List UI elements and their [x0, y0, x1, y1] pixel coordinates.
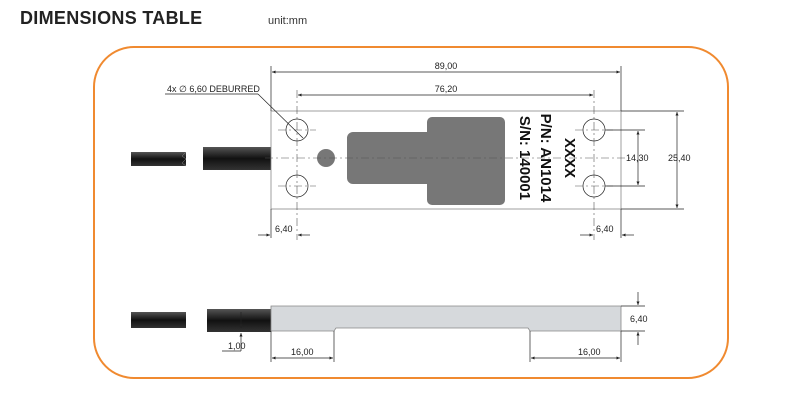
dim-hole-spacing-x: 76,20	[435, 84, 458, 94]
dim-end-left: 16,00	[291, 347, 314, 357]
logo-marking: XXXX	[561, 138, 578, 178]
dim-width: 25,40	[668, 153, 691, 163]
cable-end	[131, 312, 186, 328]
label-area	[347, 117, 505, 205]
serial-number: S/N: 140001	[516, 116, 533, 200]
dim-edge-right: 6,40	[596, 224, 614, 234]
hole-note: 4x ∅ 6,60 DEBURRED	[167, 84, 260, 94]
plate-profile	[270, 305, 622, 332]
dim-edge-left: 6,40	[275, 224, 293, 234]
dim-overall-length: 89,00	[435, 61, 458, 71]
dim-step: 1,00	[228, 341, 246, 351]
dim-end-right: 16,00	[578, 347, 601, 357]
side-view: 6,40 1,00 16,00 16,00	[131, 292, 648, 362]
page-title: DIMENSIONS TABLE	[20, 8, 203, 28]
top-view: XXXX P/N: AN1014 S/N: 140001 89,00 76,20…	[131, 61, 691, 240]
dim-thickness: 6,40	[630, 314, 648, 324]
part-number: P/N: AN1014	[537, 114, 554, 203]
cable	[207, 309, 271, 332]
cable-end	[131, 152, 186, 166]
cable	[203, 147, 271, 170]
cable-break	[181, 151, 187, 167]
frame	[93, 46, 729, 379]
dim-hole-spacing-y: 14,30	[626, 153, 649, 163]
unit-label: unit:mm	[268, 15, 308, 27]
